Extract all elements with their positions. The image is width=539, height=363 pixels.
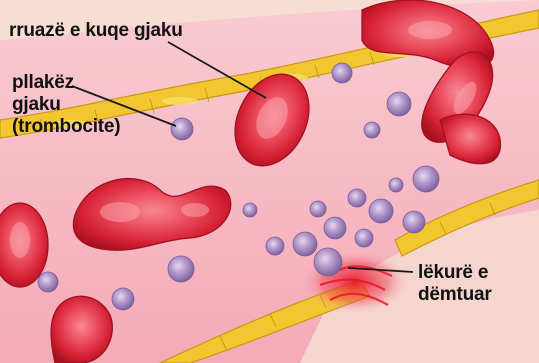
label-platelet-line1: pllakëz: [12, 72, 120, 94]
label-damaged-skin: lëkurë e dëmtuar: [418, 262, 492, 306]
label-platelet-line3: (trombocite): [12, 116, 120, 138]
label-red-blood-cell-text: rruazë e kuqe gjaku: [9, 20, 183, 41]
label-platelet: pllakëz gjaku (trombocite): [12, 72, 120, 138]
label-damaged-skin-line1: lëkurë e: [418, 262, 492, 284]
label-red-blood-cell: rruazë e kuqe gjaku: [9, 20, 183, 42]
label-damaged-skin-line2: dëmtuar: [418, 284, 492, 306]
label-platelet-line2: gjaku: [12, 94, 120, 116]
